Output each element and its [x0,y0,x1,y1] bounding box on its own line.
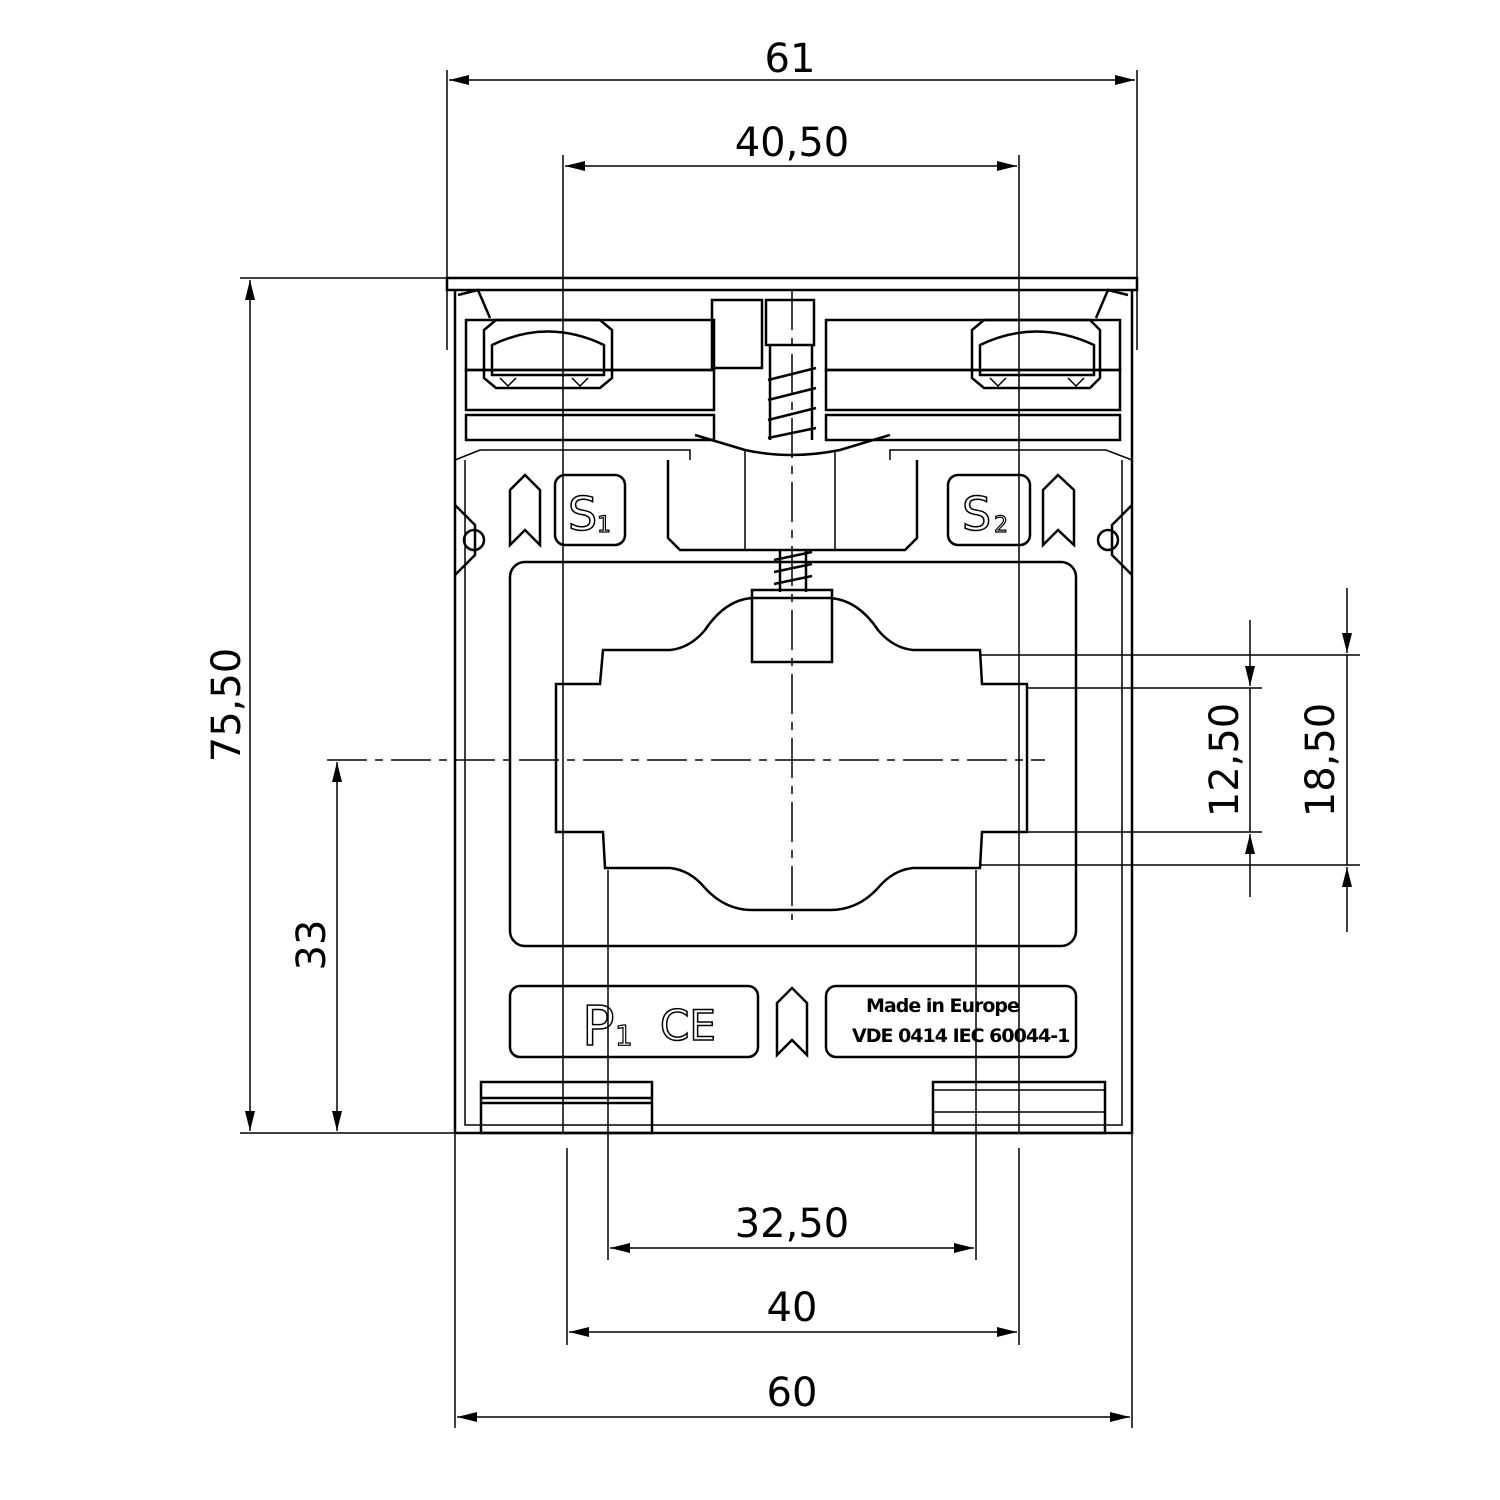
terminal-block [454,288,1133,592]
s1-letter: S [568,487,597,541]
dim-foot-spacing: 40 [767,1285,818,1331]
s2-letter: S [962,487,991,541]
dim-terminal-spacing: 40,50 [735,120,850,166]
dim-center-height: 33 [289,920,335,971]
dimension-lines [245,75,1352,1422]
window-recess [508,560,1078,948]
p1-subscript: 1 [615,1019,633,1052]
arrow-mark-icon [508,473,542,549]
s2-subscript: 2 [994,513,1008,538]
arrow-mark-icon [775,986,809,1059]
left-foot [479,1080,654,1135]
s1-subscript: 1 [597,513,611,538]
left-lug [454,504,477,576]
s1-terminal-label [553,473,627,547]
transformer-body: S 1 S 2 P 1 CE Made in Europe VDE 0414 I… [445,276,1139,1135]
dim-aperture-width: 32,50 [735,1201,850,1247]
origin-text: Made in Europe [866,995,1019,1017]
p1-letter: P [582,995,615,1058]
dim-aperture-outer-height: 18,50 [1298,703,1344,818]
extension-lines [240,70,1360,1428]
dim-overall-width-bottom: 60 [767,1370,818,1416]
primary-label-box [508,984,760,1059]
s2-terminal-label [946,473,1032,547]
dim-overall-width-top: 61 [765,36,816,82]
dim-overall-height: 75,50 [204,648,250,763]
arrow-mark-icon [1041,473,1076,549]
dim-aperture-inner-height: 12,50 [1202,703,1248,818]
standards-text: VDE 0414 IEC 60044-1 [852,1025,1069,1047]
ce-mark: CE [660,1001,716,1050]
right-lug [1110,504,1133,576]
certification-label-box [824,984,1078,1059]
